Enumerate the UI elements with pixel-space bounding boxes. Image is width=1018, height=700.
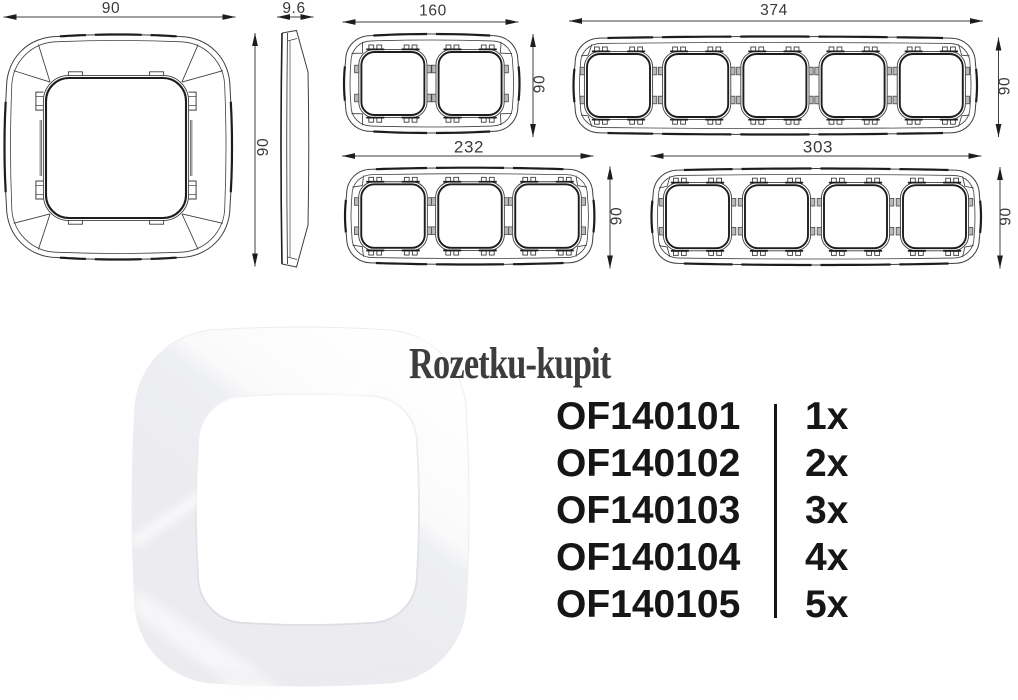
dimension-label: 160 [419, 3, 447, 20]
product-code: OF140101 [556, 395, 741, 438]
dimension-annotations: 90 90 9.6 160 90 374 90 232 90 303 90 [3, 0, 1015, 269]
product-qty: 3x [805, 489, 849, 532]
table-row: OF140103 3x [556, 489, 848, 536]
table-divider-line [774, 404, 777, 618]
table-row: OF140101 1x [556, 395, 848, 442]
dimension-label: 90 [609, 207, 626, 225]
dimension-label: 90 [102, 0, 120, 17]
table-row: OF140102 2x [556, 442, 848, 489]
single-frame-drawing [3, 33, 234, 261]
page-title: Rozetku-kupit [409, 339, 611, 388]
product-code: OF140104 [556, 536, 741, 579]
table-row: OF140104 4x [556, 536, 848, 583]
product-qty: 4x [805, 536, 849, 579]
table-row: OF140105 5x [556, 583, 848, 630]
dimension-label: 374 [760, 2, 788, 19]
product-code: OF140102 [556, 442, 741, 485]
product-code: OF140103 [556, 489, 741, 532]
product-qty: 1x [805, 395, 849, 438]
dimension-label: 90 [532, 75, 549, 93]
dimension-label: 303 [803, 138, 833, 157]
five-gang-frame-drawing [572, 35, 979, 136]
dimension-label: 90 [997, 77, 1014, 95]
dimension-label: 232 [454, 138, 484, 157]
two-gang-frame-drawing [342, 32, 521, 135]
photo-frame-opening [195, 393, 420, 626]
dimension-label: 9.6 [282, 0, 305, 17]
dimension-label: 90 [998, 207, 1015, 225]
product-code-table: OF140101 1x OF140102 2x OF140103 3x OF14… [556, 395, 848, 630]
side-profile-drawing [280, 29, 310, 268]
dimension-label: 90 [255, 138, 272, 156]
product-code: OF140105 [556, 583, 741, 626]
product-qty: 5x [805, 583, 849, 626]
three-gang-frame-drawing [343, 166, 596, 266]
four-gang-frame-drawing [650, 167, 983, 267]
product-qty: 2x [805, 442, 849, 485]
